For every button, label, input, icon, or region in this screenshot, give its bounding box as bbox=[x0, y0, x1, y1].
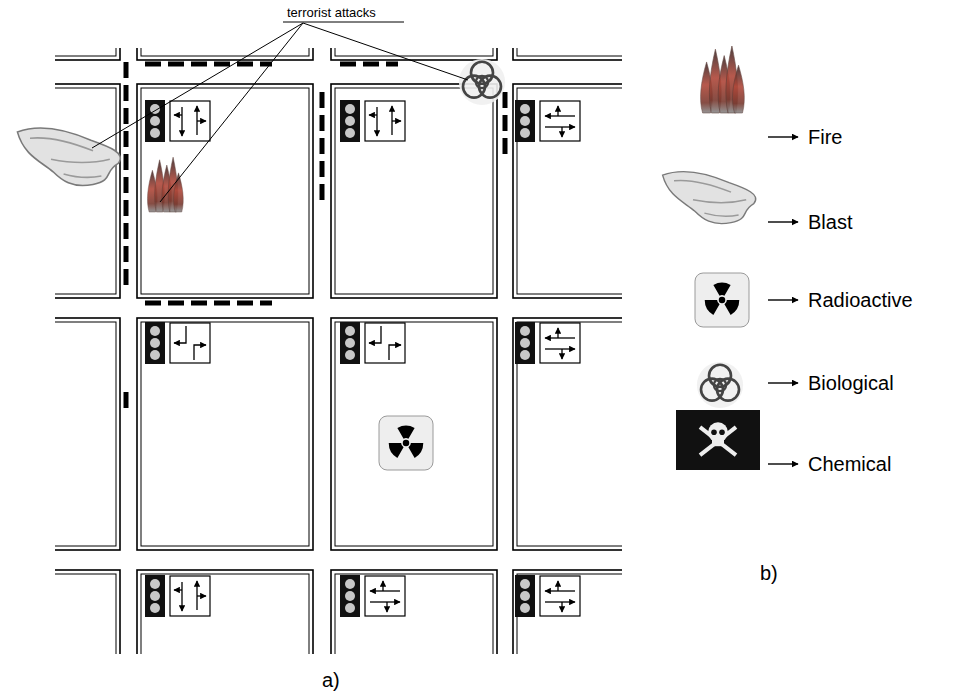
city-block-inner bbox=[55, 88, 116, 294]
city-block bbox=[331, 318, 497, 550]
city-block-inner bbox=[335, 88, 493, 294]
legend-text: Chemical bbox=[808, 454, 891, 474]
city-block bbox=[513, 318, 622, 550]
city-block bbox=[137, 48, 313, 60]
street-grid bbox=[55, 48, 622, 654]
city-block bbox=[137, 84, 313, 298]
city-block bbox=[137, 570, 313, 654]
legend-arrow bbox=[768, 136, 798, 137]
city-block bbox=[331, 48, 497, 60]
leader-line bbox=[303, 23, 468, 80]
legend-arrow bbox=[768, 463, 798, 464]
city-block bbox=[55, 48, 120, 60]
street-barrier bbox=[320, 92, 325, 200]
city-block-inner bbox=[141, 574, 309, 654]
city-block bbox=[513, 84, 622, 298]
city-block bbox=[55, 84, 120, 298]
city-block-inner bbox=[55, 574, 116, 654]
traffic-light bbox=[340, 100, 405, 142]
traffic-light bbox=[145, 322, 210, 364]
direction-sign bbox=[170, 101, 210, 141]
traffic-light bbox=[515, 100, 580, 142]
direction-sign bbox=[170, 323, 210, 363]
traffic-light bbox=[515, 575, 580, 617]
city-block-inner bbox=[335, 322, 493, 546]
direction-sign bbox=[170, 576, 210, 616]
direction-sign bbox=[540, 576, 580, 616]
city-block bbox=[513, 48, 622, 60]
direction-sign bbox=[540, 323, 580, 363]
chemical-flag-icon bbox=[676, 410, 760, 470]
traffic-light bbox=[145, 575, 210, 617]
leader-line bbox=[160, 23, 303, 202]
direction-sign bbox=[365, 323, 405, 363]
radioactive-icon bbox=[379, 416, 433, 470]
street-barrier bbox=[503, 92, 508, 160]
blast-icon bbox=[663, 172, 756, 224]
biohazard-icon bbox=[459, 59, 505, 105]
street-barrier bbox=[145, 62, 272, 67]
city-block-inner bbox=[335, 574, 493, 654]
city-block bbox=[55, 570, 120, 654]
city-block-inner bbox=[141, 48, 309, 56]
direction-sign bbox=[540, 101, 580, 141]
legend-arrow bbox=[768, 221, 798, 222]
city-block-inner bbox=[55, 48, 116, 56]
street-barrier bbox=[145, 301, 272, 306]
city-block bbox=[137, 318, 313, 550]
fire-icon bbox=[147, 157, 183, 212]
legend-text: Radioactive bbox=[808, 290, 913, 310]
panel-label: a) bbox=[322, 670, 340, 690]
legend-arrow bbox=[768, 299, 798, 300]
panel-label: b) bbox=[760, 563, 778, 583]
city-block-inner bbox=[141, 88, 309, 294]
direction-sign bbox=[365, 101, 405, 141]
street-barrier bbox=[340, 62, 398, 67]
city-block bbox=[331, 570, 497, 654]
legend-text: Fire bbox=[808, 127, 842, 147]
city-block-inner bbox=[55, 322, 116, 546]
traffic-light bbox=[340, 322, 405, 364]
leader-line bbox=[92, 23, 303, 148]
street-barrier bbox=[124, 392, 129, 412]
legend-text: Blast bbox=[808, 212, 852, 232]
legend-text: Biological bbox=[808, 373, 894, 393]
direction-sign bbox=[365, 576, 405, 616]
traffic-light bbox=[145, 100, 210, 142]
fire-icon bbox=[701, 46, 745, 113]
street-barrier bbox=[124, 62, 129, 292]
traffic-light bbox=[340, 575, 405, 617]
city-block bbox=[55, 318, 120, 550]
city-block bbox=[331, 84, 497, 298]
label-underline bbox=[283, 22, 404, 23]
biohazard-icon bbox=[697, 362, 743, 408]
traffic-light bbox=[515, 322, 580, 364]
legend-arrow bbox=[768, 382, 798, 383]
city-block-inner bbox=[335, 48, 493, 56]
city-block-inner bbox=[517, 48, 622, 56]
city-block-inner bbox=[141, 322, 309, 546]
radioactive-icon bbox=[695, 273, 749, 327]
city-block bbox=[513, 570, 622, 654]
callout-label: terrorist attacks bbox=[287, 6, 376, 19]
blast-icon bbox=[17, 128, 120, 186]
